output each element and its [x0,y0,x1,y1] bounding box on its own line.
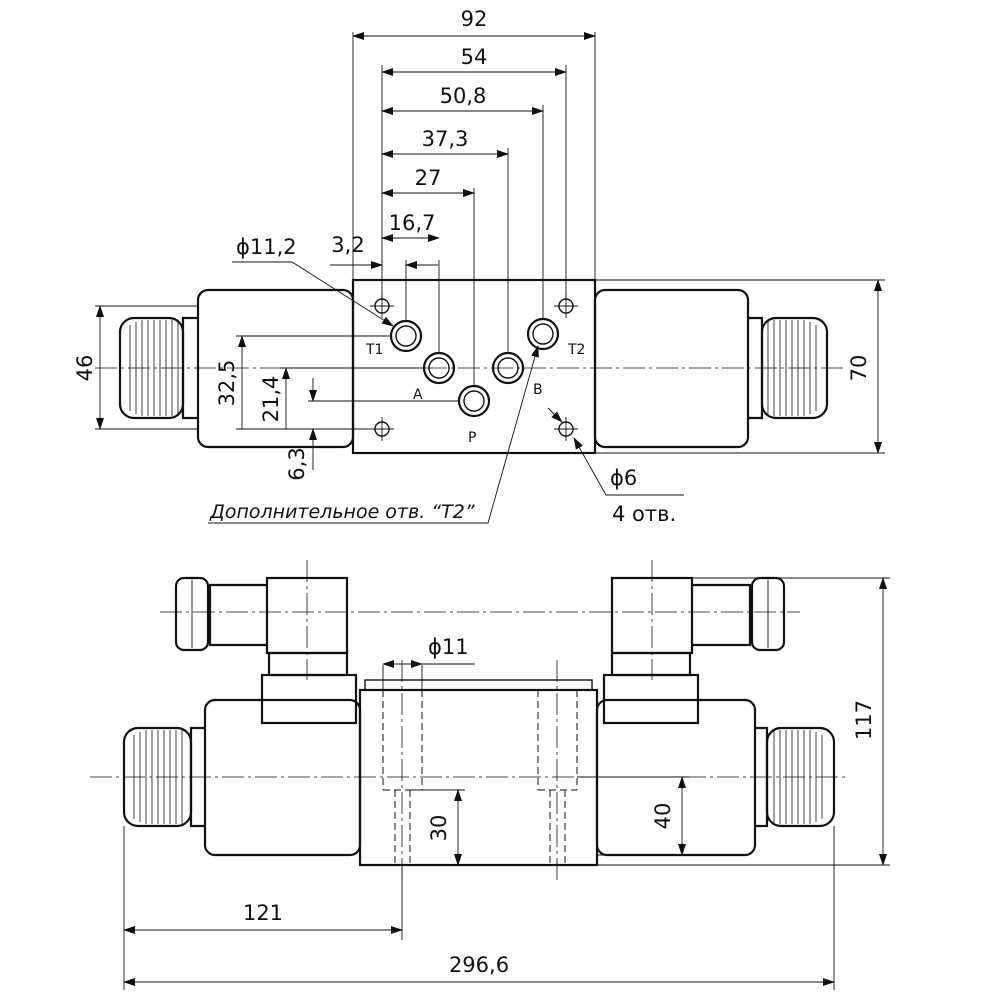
dim-70: 70 [847,355,871,382]
leader-d6 [573,437,684,496]
right-connector [602,576,786,725]
port-label-t1: T1 [365,342,383,358]
dim-296-6: 296,6 [449,953,509,977]
left-dimension-lines [95,305,459,470]
dim-d11-2: ϕ11,2 [236,235,297,259]
port-label-a: A [413,387,423,403]
top-extension-lines [352,32,596,386]
leader-extra-t2 [208,345,539,524]
dim-92: 92 [461,7,488,31]
top-dimension-lines [330,32,596,269]
dim-6-3: 6,3 [285,447,309,480]
port-p [457,384,491,418]
dim-3-2: 3,2 [331,233,364,257]
dim-121: 121 [243,901,283,925]
right-dimension-lines [595,279,885,454]
dim-54: 54 [461,45,488,69]
left-connector [174,576,358,725]
front-view: ϕ11 30 40 117 121 296,6 [90,560,890,990]
right-coil [593,288,750,449]
dim-46: 46 [73,355,97,382]
dim-21-4: 21,4 [259,376,283,423]
dim-16-7: 16,7 [389,211,436,235]
dim-40: 40 [651,803,675,830]
valve-body-front [358,688,599,867]
dim-37-3: 37,3 [422,127,469,151]
note-4-holes: 4 отв. [612,502,676,526]
dim-d11: ϕ11 [428,635,469,659]
port-label-b: B [533,382,543,398]
dim-d6: ϕ6 [610,466,637,490]
dim-117: 117 [852,700,876,740]
port-t1 [389,319,423,353]
dim-50-8: 50,8 [440,84,487,108]
body-top-plate [364,679,593,691]
port-t2 [526,317,560,351]
dim-32-5: 32,5 [215,360,239,407]
dim-27: 27 [415,166,442,190]
dim-30: 30 [427,815,451,842]
note-extra-t2: Дополнительное отв. “T2” [209,501,475,523]
top-view: T1 T2 A B P 92 54 [73,7,885,526]
leader-d11-2 [232,261,394,327]
hidden-bores [382,690,578,865]
port-label-p: P [468,430,476,446]
port-label-t2: T2 [567,342,585,358]
